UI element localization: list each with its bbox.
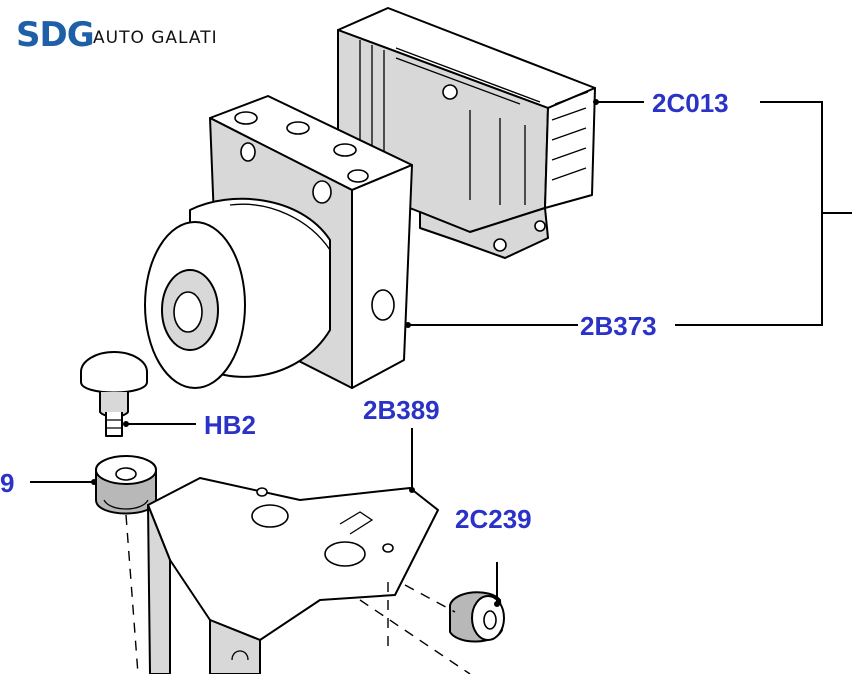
sdg-logo: SDG AUTO GALATI bbox=[16, 15, 218, 55]
logo-brand: SDG bbox=[16, 15, 94, 55]
callout-2c013: 2C013 bbox=[652, 88, 729, 118]
abs-unit-part bbox=[144, 95, 413, 389]
bolt-part bbox=[80, 351, 148, 437]
leader-lines bbox=[30, 99, 852, 607]
callout-labels: 2C013 2B373 2B389 HB2 2C239 9 bbox=[0, 88, 729, 534]
bracket-part bbox=[147, 477, 439, 674]
callout-2b373: 2B373 bbox=[580, 311, 657, 341]
callout-2b389: 2B389 bbox=[363, 395, 440, 425]
logo-name: AUTO GALATI bbox=[93, 28, 218, 48]
grommet-left-part bbox=[95, 455, 157, 515]
callout-2c239: 2C239 bbox=[455, 504, 532, 534]
grommet-right-part bbox=[449, 591, 505, 643]
callout-hb2: HB2 bbox=[204, 410, 256, 440]
assembly-lines bbox=[125, 514, 471, 674]
callout-9: 9 bbox=[0, 468, 14, 498]
hcu-module-part bbox=[337, 7, 596, 259]
